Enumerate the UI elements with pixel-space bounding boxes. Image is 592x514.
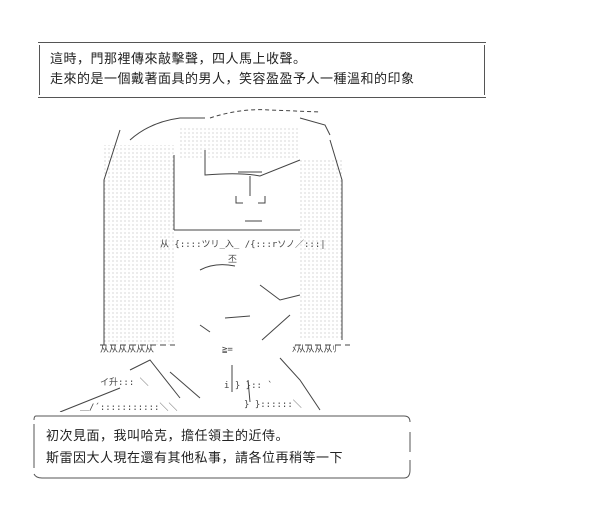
narration-box-top: 這時，門那裡傳來敲擊聲，四人馬上收聲。 走來的是一個戴著面具的男人，笑容盈盈予人… [38,42,486,98]
svg-text:イ升::: ＼: イ升::: ＼ [100,377,149,388]
speech-box-frame [33,415,411,479]
dialogue-line: 斯雷因大人現在還有其他私事，請各位再稍等一下 [46,451,344,466]
svg-text:i } }:: `: i } }:: ` [224,380,273,391]
svg-text:＿/´:::::::::::＼＼: ＿/´:::::::::::＼＼ [80,402,177,413]
narration-line: 這時，門那裡傳來敲擊聲，四人馬上收聲。 [50,52,307,67]
dialogue-line: 初次見面，我叫哈克，擔任領主的近侍。 [46,429,290,444]
speech-box-bottom: 初次見面，我叫哈克，擔任領主的近侍。 斯雷因大人現在還有其他私事，請各位再稍等一… [32,412,412,482]
svg-text:≧=: ≧= [222,345,233,355]
svg-text:从从从从从从: 从从从从从从 [100,344,154,355]
narration-line: 走來的是一個戴著面具的男人，笑容盈盈予人一種溫和的印象 [50,72,415,87]
svg-text:丕: 丕 [228,254,237,265]
svg-text:} }::::::＼: } }::::::＼ [244,399,302,410]
svg-text:ﾒ从从从从ﾘ: ﾒ从从从从ﾘ [292,344,337,355]
svg-text:从 {::::ツリ_入_ /{:::rソノ／:::|: 从 {::::ツリ_入_ /{:::rソノ／:::| [160,239,326,250]
